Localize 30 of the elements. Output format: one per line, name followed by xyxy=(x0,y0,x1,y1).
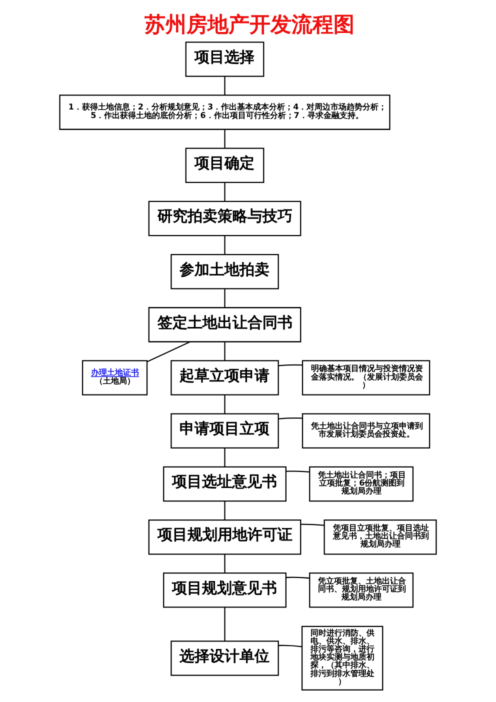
node-box: 项目选址意见书 xyxy=(163,466,286,502)
connector xyxy=(278,418,302,420)
connector xyxy=(286,470,310,472)
node-box: 项目选择 xyxy=(185,42,264,77)
connector xyxy=(224,501,226,520)
connector xyxy=(224,394,226,414)
connector xyxy=(278,364,302,366)
node-box: 参加土地拍卖 xyxy=(170,254,279,290)
connector xyxy=(224,607,226,642)
node-box: 选择设计单位 xyxy=(170,640,279,676)
node-box: 签定土地出让合同书 xyxy=(148,307,302,342)
connector xyxy=(146,341,190,362)
connector xyxy=(278,644,302,648)
node-box: 申请项目立项 xyxy=(170,413,279,449)
connector xyxy=(300,524,324,526)
connector xyxy=(224,448,226,467)
connector xyxy=(224,76,226,96)
connector xyxy=(224,129,226,148)
node-box: 研究拍卖策略与技巧 xyxy=(148,200,302,236)
connector xyxy=(224,182,226,202)
connector xyxy=(286,576,310,579)
diagram-title: 苏州房地产开发流程图 xyxy=(144,12,355,36)
node-box: 项目规划用地许可证 xyxy=(148,519,302,555)
connector xyxy=(224,288,226,308)
node-box: 起草立项申请 xyxy=(170,360,279,396)
connector xyxy=(224,236,226,254)
connector xyxy=(224,554,226,573)
node-box: 项目确定 xyxy=(185,148,264,184)
node-box: 项目规划意见书 xyxy=(163,572,286,608)
connector xyxy=(224,342,226,361)
